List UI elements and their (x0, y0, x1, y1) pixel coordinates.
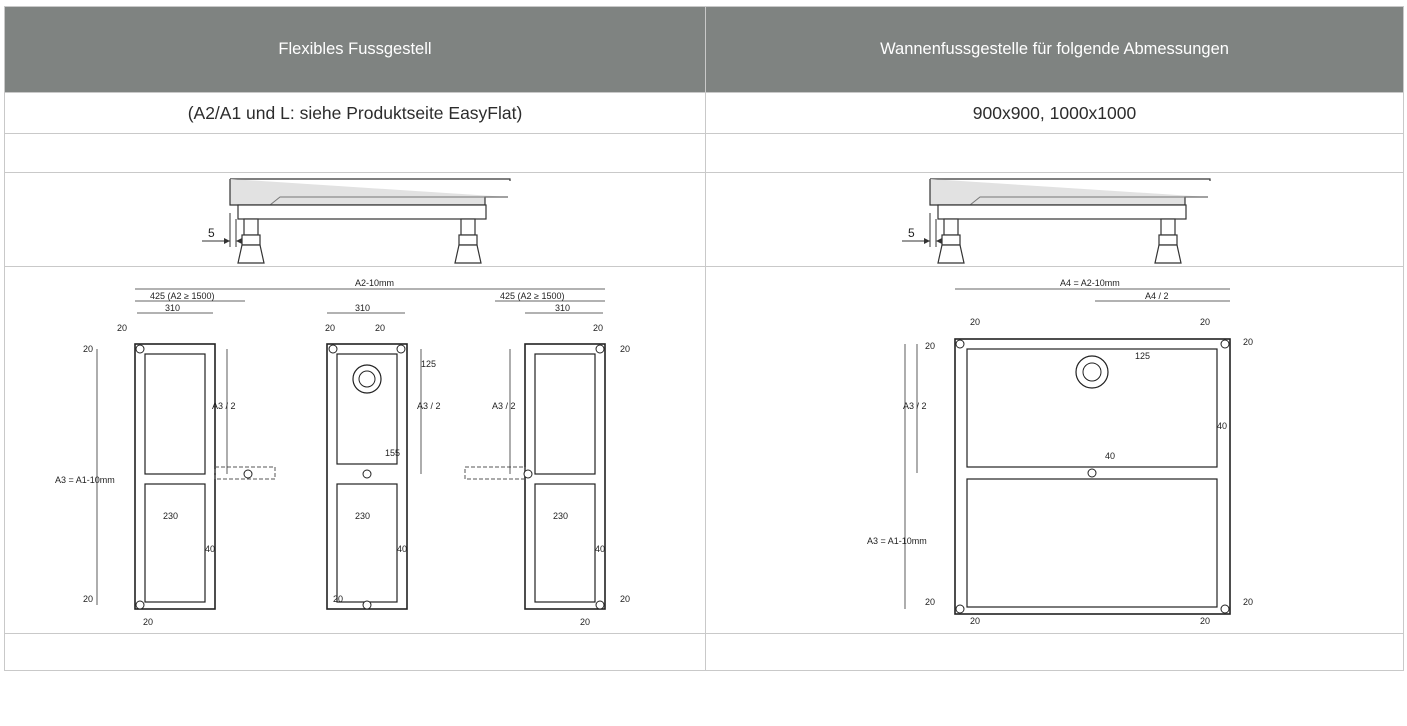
offset-label-left: 425 (A2 ≥ 1500) (150, 291, 214, 301)
header-flexible-frame: Flexibles Fussgestell (4, 6, 706, 93)
edge-label: 20 (593, 323, 603, 333)
total-width-label: A4 = A2-10mm (1060, 278, 1120, 288)
offset-label-right: 425 (A2 ≥ 1500) (500, 291, 564, 301)
edge-label: 20 (970, 616, 980, 626)
height-label: A3 = A1-10mm (55, 475, 115, 485)
inner-width-label: 230 (355, 511, 370, 521)
side-view-drawing-left: 5 (202, 177, 511, 264)
half-height-label: A3 / 2 (212, 401, 236, 411)
side-view-cell-left: 5 (4, 172, 706, 267)
inner-width-label: 230 (163, 511, 178, 521)
bar-label: 40 (595, 544, 605, 554)
drain-offset-label: 125 (1135, 351, 1150, 361)
plan-drawing-left: A2-10mm 425 (A2 ≥ 1500) 425 (A2 ≥ 1500) … (55, 278, 630, 627)
frame-width-label: 310 (165, 303, 180, 313)
edge-label: 20 (970, 317, 980, 327)
edge-label: 20 (1243, 337, 1253, 347)
edge-label: 20 (143, 617, 153, 627)
edge-label: 20 (620, 594, 630, 604)
bar-label: 40 (1217, 421, 1227, 431)
edge-label: 20 (925, 341, 935, 351)
inner-width-label: 230 (553, 511, 568, 521)
edge-label: 20 (83, 344, 93, 354)
side-view-drawing-right: 5 (901, 177, 1211, 264)
edge-label: 20 (375, 323, 385, 333)
edge-label: 20 (925, 597, 935, 607)
edge-label: 20 (325, 323, 335, 333)
side-dim-label: 5 (908, 226, 915, 240)
edge-label: 20 (333, 594, 343, 604)
drain-offset-label: 125 (421, 359, 436, 369)
bar-label: 40 (1105, 451, 1115, 461)
empty-cell (4, 133, 706, 173)
plan-cell-right: A4 = A2-10mm A4 / 2 20 20 20 20 125 (705, 266, 1404, 634)
edge-label: 20 (117, 323, 127, 333)
dimension-values: 900x900, 1000x1000 (705, 92, 1404, 134)
side-dim-label: 5 (208, 226, 215, 240)
half-height-label: A3 / 2 (417, 401, 441, 411)
empty-cell (705, 633, 1404, 671)
header-dimensions: Wannenfussgestelle für folgende Abmessun… (705, 6, 1404, 93)
half-height-label: A3 / 2 (903, 401, 927, 411)
edge-label: 20 (620, 344, 630, 354)
edge-label: 20 (1200, 616, 1210, 626)
plan-drawing-right: A4 = A2-10mm A4 / 2 20 20 20 20 125 (867, 278, 1253, 626)
edge-label: 20 (1243, 597, 1253, 607)
note-product-page: (A2/A1 und L: siehe Produktseite EasyFla… (4, 92, 706, 134)
half-width-label: A4 / 2 (1145, 291, 1169, 301)
frame-width-label: 310 (555, 303, 570, 313)
bar-label: 40 (205, 544, 215, 554)
edge-label: 20 (580, 617, 590, 627)
height-label: A3 = A1-10mm (867, 536, 927, 546)
spec-table: Flexibles Fussgestell Wannenfussgestelle… (4, 6, 1404, 671)
edge-label: 20 (83, 594, 93, 604)
empty-cell (705, 133, 1404, 173)
edge-label: 20 (1200, 317, 1210, 327)
frame-width-label: 310 (355, 303, 370, 313)
half-height-label: A3 / 2 (492, 401, 516, 411)
plan-cell-left: A2-10mm 425 (A2 ≥ 1500) 425 (A2 ≥ 1500) … (4, 266, 706, 634)
total-width-label: A2-10mm (355, 278, 394, 288)
empty-cell (4, 633, 706, 671)
bar-label: 40 (397, 544, 407, 554)
side-view-cell-right: 5 (705, 172, 1404, 267)
drain-distance-label: 155 (385, 448, 400, 458)
